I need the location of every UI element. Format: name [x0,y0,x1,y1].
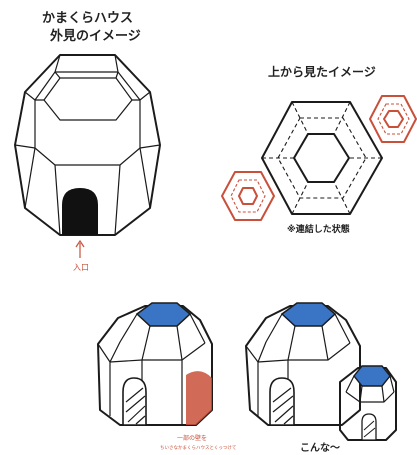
perspective-house-left [97,302,213,426]
connected-caption: ※連結した状態 [287,223,350,235]
title-line-2: 外見のイメージ [49,28,141,44]
entrance-label: 入口 [73,263,89,272]
entrance-pointer [75,239,85,258]
front-view-house [14,54,161,236]
top-view-title: 上から見たイメージ [268,64,376,79]
entrance-door [62,188,98,235]
partial-wall-note-1: 一部の壁を [177,434,207,442]
partial-wall-note-2: ちいさなかまくらハウスとくっつけて [160,444,236,451]
top-view-diagram [221,95,417,221]
perspective-house-right [245,302,397,441]
exclaim-caption: こんな〜 [300,442,340,454]
title-line-1: かまくらハウス [42,11,133,26]
